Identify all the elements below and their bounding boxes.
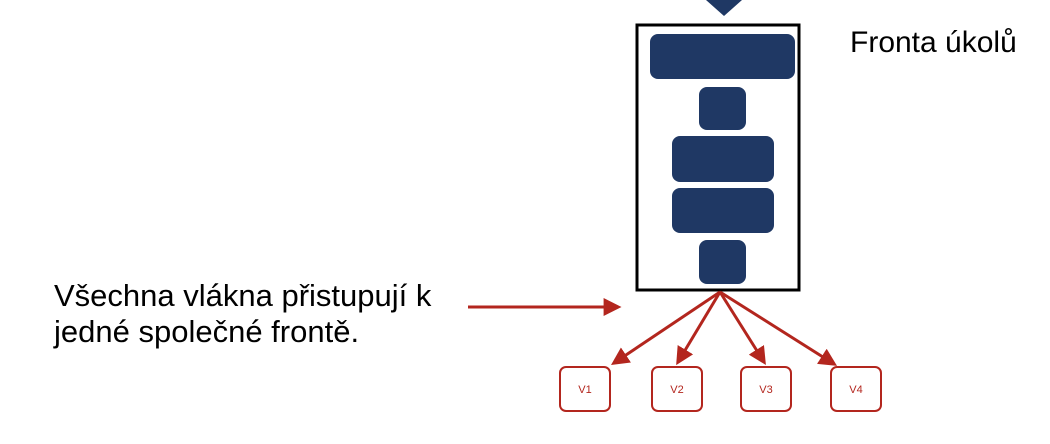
task-block-1 bbox=[650, 34, 795, 79]
worker-4: V4 bbox=[830, 366, 882, 412]
caption-line-2: jedné společné frontě. bbox=[54, 314, 360, 349]
task-block-2 bbox=[699, 87, 746, 130]
shared-queue-caption: Všechna vlákna přistupují k jedné společ… bbox=[54, 278, 431, 350]
queue-label: Fronta úkolů bbox=[850, 26, 1017, 59]
task-block-3 bbox=[672, 136, 774, 182]
task-block-5 bbox=[699, 240, 746, 284]
worker-2: V2 bbox=[651, 366, 703, 412]
worker-1: V1 bbox=[559, 366, 611, 412]
caption-line-1: Všechna vlákna přistupují k bbox=[54, 278, 432, 313]
worker-arrow-1 bbox=[611, 290, 721, 366]
worker-1-label: V1 bbox=[578, 384, 591, 396]
worker-3: V3 bbox=[740, 366, 792, 412]
worker-2-label: V2 bbox=[670, 384, 683, 396]
task-block-4 bbox=[672, 188, 774, 233]
worker-arrow-4 bbox=[719, 290, 838, 366]
incoming-arrow-tip bbox=[706, 0, 742, 16]
worker-4-label: V4 bbox=[849, 384, 862, 396]
worker-arrow-2 bbox=[676, 291, 722, 366]
worker-arrow-3 bbox=[718, 291, 766, 366]
worker-3-label: V3 bbox=[759, 384, 772, 396]
